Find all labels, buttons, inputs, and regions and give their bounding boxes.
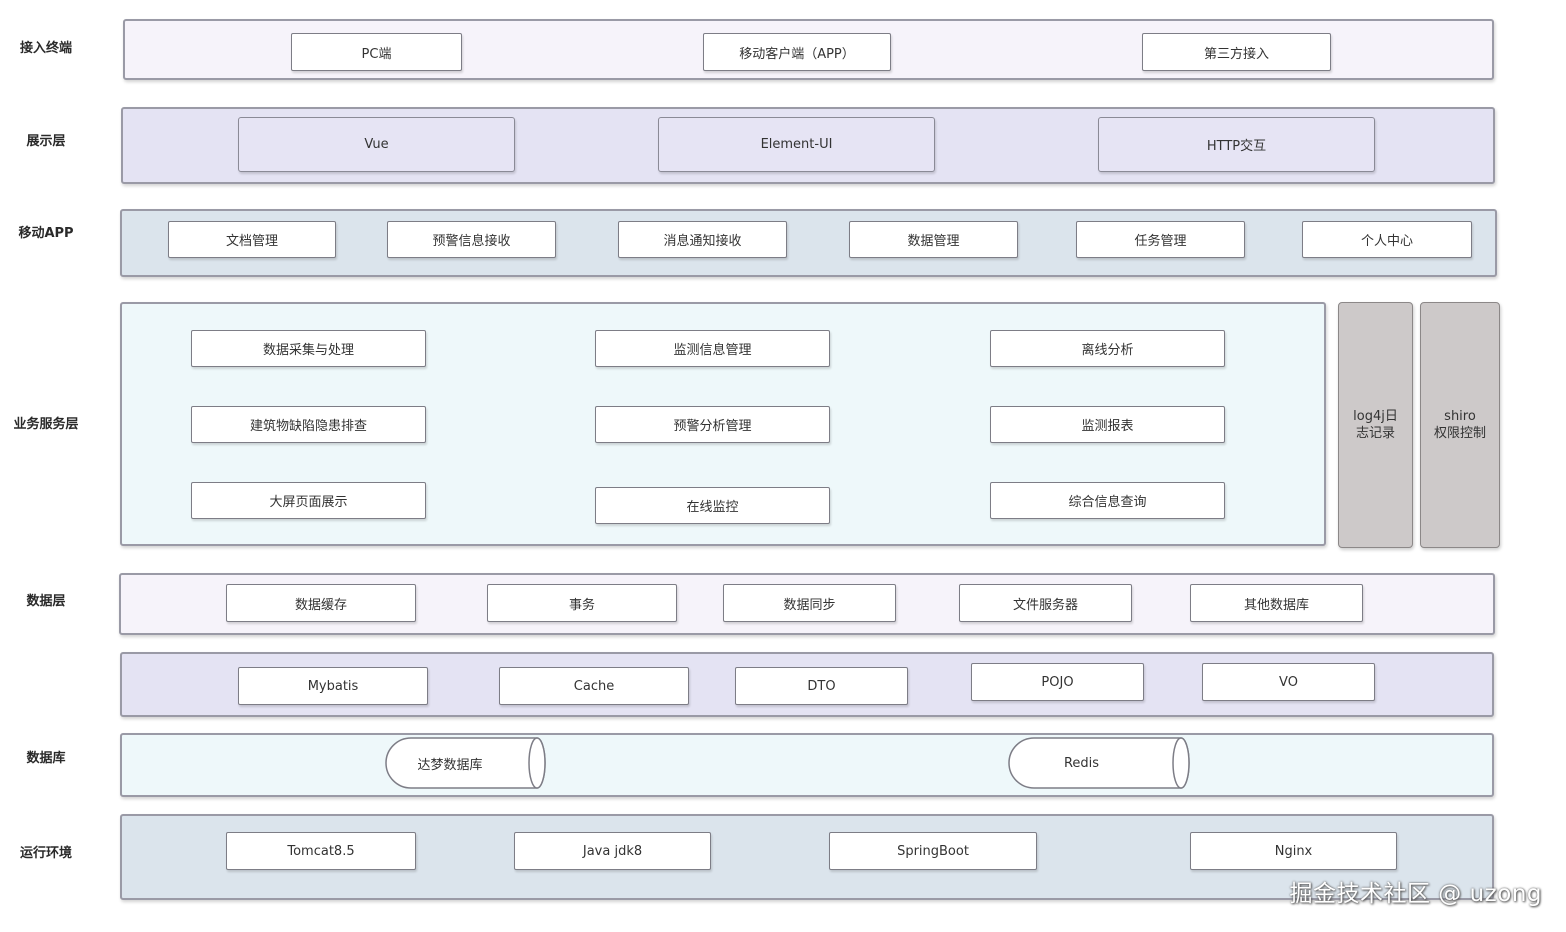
- layer-label-business: 业务服务层: [13, 417, 79, 432]
- mobile-item-data-management: 数据管理: [849, 221, 1018, 258]
- mobile-item-document: 文档管理: [168, 221, 336, 258]
- mobile-item-profile: 个人中心: [1302, 221, 1472, 258]
- runtime-item-springboot: SpringBoot: [829, 832, 1037, 870]
- business-item-offline-analysis: 离线分析: [990, 330, 1225, 367]
- database-item-dameng-label: 达梦数据库: [417, 757, 483, 773]
- presentation-item-element-ui: Element-UI: [658, 117, 935, 172]
- data-item-sync: 数据同步: [723, 584, 896, 622]
- business-item-info-query: 综合信息查询: [990, 482, 1225, 519]
- business-item-defect-inspection: 建筑物缺陷隐患排查: [191, 406, 426, 443]
- data-item-file-server: 文件服务器: [959, 584, 1132, 622]
- side-box-log4j-line2: 志记录: [1355, 426, 1395, 441]
- layer-label-database: 数据库: [26, 751, 66, 766]
- business-item-big-screen: 大屏页面展示: [191, 482, 426, 519]
- runtime-item-jdk: Java jdk8: [514, 832, 711, 870]
- business-item-data-collection: 数据采集与处理: [191, 330, 426, 367]
- side-box-shiro: shiro 权限控制: [1420, 302, 1500, 548]
- layer-label-data: 数据层: [26, 594, 66, 609]
- data-item-other-db: 其他数据库: [1190, 584, 1363, 622]
- side-box-log4j: log4j日 志记录: [1338, 302, 1413, 548]
- layer-label-access: 接入终端: [19, 41, 72, 56]
- presentation-item-vue: Vue: [238, 117, 515, 172]
- access-item-pc: PC端: [291, 33, 462, 71]
- database-item-dameng: 达梦数据库: [385, 737, 547, 789]
- access-item-mobile-client: 移动客户端（APP）: [703, 33, 891, 71]
- mobile-app-layer-band: [120, 209, 1497, 277]
- presentation-item-http: HTTP交互: [1098, 117, 1375, 172]
- redis-cylinder-icon: [1008, 737, 1190, 789]
- layer-label-runtime: 运行环境: [19, 846, 72, 861]
- side-box-shiro-line2: 权限控制: [1433, 426, 1486, 441]
- business-item-monitoring-info: 监测信息管理: [595, 330, 830, 367]
- data-item-transaction: 事务: [487, 584, 677, 622]
- mobile-item-task: 任务管理: [1076, 221, 1245, 258]
- orm-item-mybatis: Mybatis: [238, 667, 428, 705]
- database-item-redis-label: Redis: [1063, 755, 1100, 771]
- mobile-item-warning-receive: 预警信息接收: [387, 221, 556, 258]
- database-cylinder-icon: [385, 737, 546, 789]
- orm-item-cache: Cache: [499, 667, 689, 705]
- data-item-cache: 数据缓存: [226, 584, 416, 622]
- business-item-online-monitoring: 在线监控: [595, 487, 830, 524]
- watermark-text: 掘金技术社区 @ uzong: [1289, 881, 1542, 907]
- orm-item-dto: DTO: [735, 667, 908, 705]
- access-item-third-party: 第三方接入: [1142, 33, 1331, 71]
- mobile-item-notification: 消息通知接收: [618, 221, 787, 258]
- business-item-monitoring-report: 监测报表: [990, 406, 1225, 443]
- side-box-log4j-line1: log4j日: [1353, 409, 1398, 424]
- business-item-warning-analysis: 预警分析管理: [595, 406, 830, 443]
- layer-label-mobile-app: 移动APP: [18, 226, 74, 241]
- runtime-item-tomcat: Tomcat8.5: [226, 832, 416, 870]
- orm-item-vo: VO: [1202, 663, 1375, 701]
- database-item-redis: Redis: [1008, 737, 1191, 789]
- side-box-shiro-line1: shiro: [1444, 409, 1476, 424]
- orm-item-pojo: POJO: [971, 663, 1144, 701]
- runtime-item-nginx: Nginx: [1190, 832, 1397, 870]
- database-layer-band: [120, 733, 1494, 797]
- layer-label-presentation: 展示层: [26, 134, 66, 149]
